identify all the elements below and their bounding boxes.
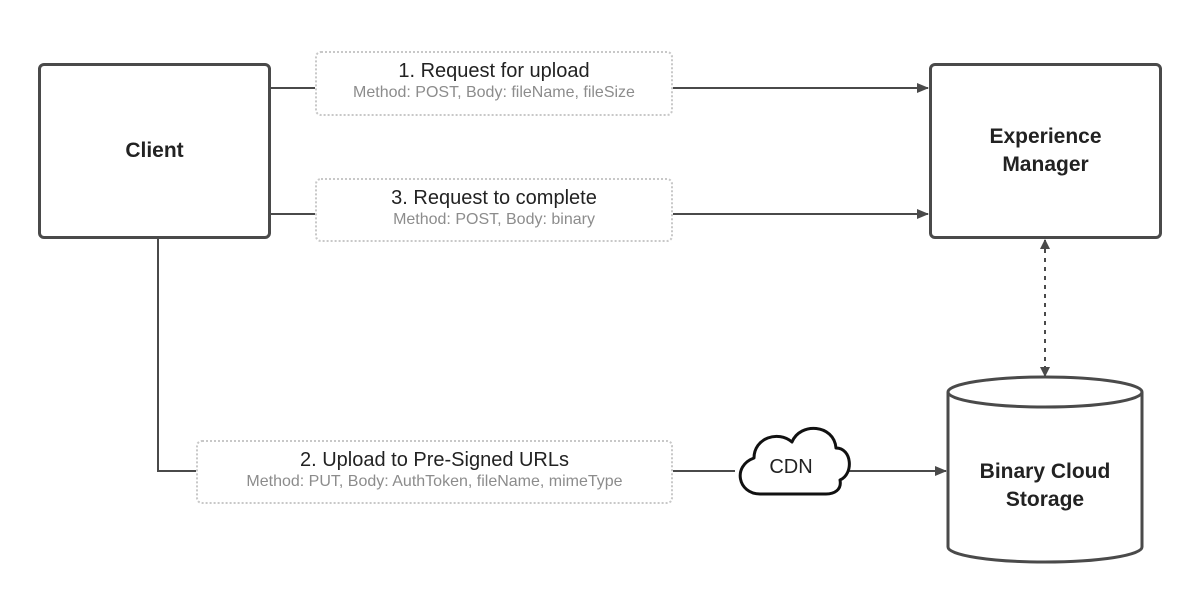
edge-label-upload-presigned: 2. Upload to Pre-Signed URLs Method: PUT… (196, 440, 673, 504)
edge-label-request-complete: 3. Request to complete Method: POST, Bod… (315, 178, 673, 242)
edge-detail-request-complete: Method: POST, Body: binary (393, 211, 595, 228)
storage-cylinder (946, 375, 1144, 564)
cdn-cloud-icon (738, 426, 851, 496)
cdn-label: CDN (769, 456, 813, 478)
edge-label-request-upload: 1. Request for upload Method: POST, Body… (315, 51, 673, 116)
edge-detail-request-upload: Method: POST, Body: fileName, fileSize (353, 84, 635, 101)
client-node: Client (38, 63, 271, 239)
experience-manager-node: Experience Manager (929, 63, 1162, 239)
experience-manager-label: Experience Manager (989, 125, 1102, 176)
client-label: Client (125, 139, 184, 162)
edge-detail-upload-presigned: Method: PUT, Body: AuthToken, fileName, … (246, 473, 623, 490)
binary-cloud-storage-label: Binary Cloud Storage (979, 460, 1111, 511)
edge-title-upload-presigned: 2. Upload to Pre-Signed URLs (299, 449, 570, 471)
arrow-upload-path (157, 238, 735, 472)
edge-title-request-upload: 1. Request for upload (398, 60, 590, 82)
edge-title-request-complete: 3. Request to complete (391, 187, 597, 209)
